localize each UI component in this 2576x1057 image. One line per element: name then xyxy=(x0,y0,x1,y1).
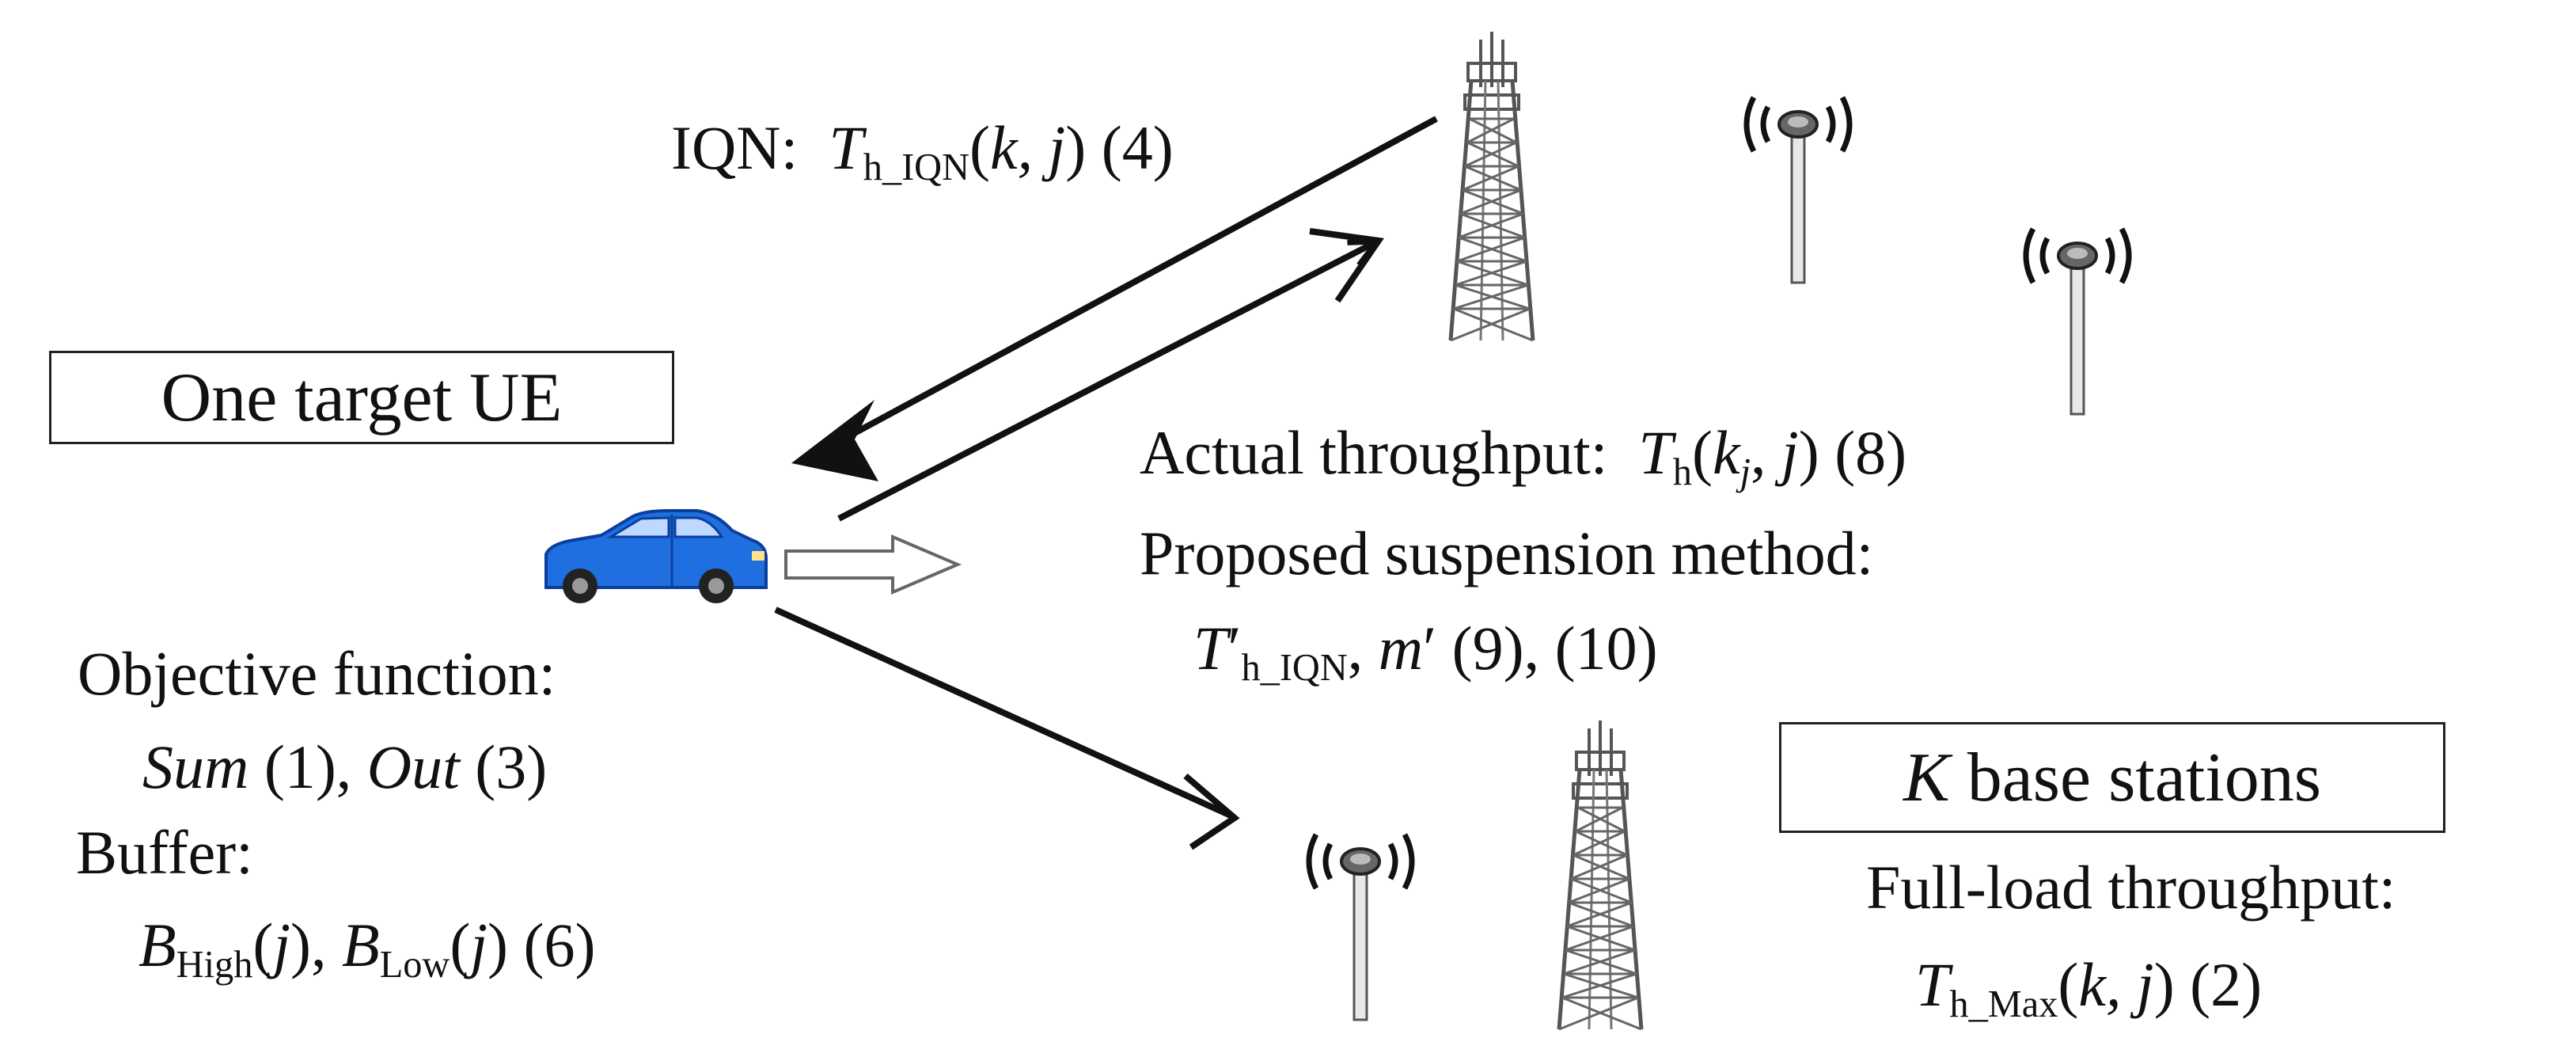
actual-subscript: h xyxy=(1672,451,1692,493)
full-load-subscript: h_Max xyxy=(1949,983,2058,1025)
proposed-symbol: T xyxy=(1193,614,1228,682)
buffer-formula: BHigh(j), BLow(j) (6) xyxy=(138,911,596,984)
full-load-throughput-formula: Th_Max(k, j) (2) xyxy=(1915,954,2262,1024)
actual-symbol: T xyxy=(1638,418,1673,487)
hollow-arrow-icon xyxy=(784,534,962,595)
equation-ref: (4) xyxy=(1101,113,1174,182)
macro-tower-bottom-icon xyxy=(1559,721,1641,1029)
target-ue-label: One target UE xyxy=(161,359,563,436)
base-stations-box: K base stations xyxy=(1779,722,2445,833)
small-cell-antenna-icon xyxy=(2026,229,2129,414)
uplink-arrow-head xyxy=(1309,228,1384,303)
var-k: k xyxy=(1712,418,1740,487)
iqn-subscript: h_IQN xyxy=(863,146,970,188)
var-j: j xyxy=(1048,113,1066,182)
var-j: j xyxy=(2137,950,2154,1019)
paren: ) xyxy=(1065,113,1087,182)
iqn-symbol: T xyxy=(829,113,863,182)
target-ue-box: One target UE xyxy=(49,351,674,444)
paren: ( xyxy=(252,911,274,979)
paren: ) xyxy=(488,911,508,979)
paren: ( xyxy=(969,113,990,182)
var-k: k, xyxy=(990,113,1034,182)
equation-ref: (3) xyxy=(475,732,548,801)
buffer-label: Buffer: xyxy=(76,822,253,884)
small-cell-antenna-icon xyxy=(1309,835,1412,1020)
prime: ′ xyxy=(1423,614,1437,682)
iqn-prefix: IQN: xyxy=(671,113,799,182)
paren: ( xyxy=(450,911,471,979)
var-j: j xyxy=(1781,418,1799,487)
var-m: m xyxy=(1378,614,1424,682)
small-cell-antenna-icon xyxy=(1747,97,1849,283)
iqn-label: IQN: Th_IQN(k, j) (4) xyxy=(671,117,1174,187)
full-load-throughput-label: Full-load throughput: xyxy=(1866,857,2396,918)
paren: ( xyxy=(2058,950,2079,1019)
to-bottom-station-arrow xyxy=(774,606,1232,819)
out-symbol: Out xyxy=(366,732,460,801)
sum-symbol: Sum xyxy=(142,732,249,801)
actual-prefix: Actual throughput: xyxy=(1140,418,1608,487)
comma: , xyxy=(1347,614,1364,682)
objective-function-formula: Sum (1), Out (3) xyxy=(142,736,547,798)
proposed-method-label: Proposed suspension method: xyxy=(1140,523,1873,584)
buffer-symbol: B xyxy=(342,911,380,979)
paren: ( xyxy=(1691,418,1713,487)
var-k-subscript: j xyxy=(1739,451,1751,493)
full-load-symbol: T xyxy=(1915,950,1950,1019)
buffer-low-subscript: Low xyxy=(379,943,450,986)
equation-ref: (9), (10) xyxy=(1451,614,1658,682)
base-stations-label: base stations xyxy=(1967,739,2321,816)
buffer-symbol: B xyxy=(138,911,176,979)
var-K: K xyxy=(1903,739,1950,816)
buffer-line1: Buffer: xyxy=(76,818,253,887)
equation-ref: (1), xyxy=(264,732,352,801)
buffer-high-subscript: High xyxy=(176,943,253,986)
downlink-arrow xyxy=(791,116,1438,481)
actual-throughput-label: Actual throughput: Th(kj, j) (8) xyxy=(1140,422,1906,492)
var-k: k, xyxy=(2078,950,2122,1019)
proposed-line1: Proposed suspension method: xyxy=(1140,519,1874,587)
paren: ) xyxy=(2153,950,2175,1019)
to-bottom-station-arrow-head xyxy=(1183,773,1240,850)
var-j: j xyxy=(470,911,488,979)
objective-function-label: Objective function: xyxy=(78,643,556,705)
proposed-method-formula: T′h_IQN, m′ (9), (10) xyxy=(1193,618,1658,687)
paren: ), xyxy=(290,911,327,979)
proposed-subscript: h_IQN xyxy=(1241,646,1348,689)
prime: ′ xyxy=(1227,614,1242,682)
comma: , xyxy=(1751,418,1766,487)
macro-tower-top-icon xyxy=(1451,32,1533,340)
var-j: j xyxy=(273,911,291,979)
equation-ref: (2) xyxy=(2190,950,2263,1019)
equation-ref: (8) xyxy=(1834,418,1907,487)
full-load-line1: Full-load throughput: xyxy=(1866,853,2396,922)
paren: ) xyxy=(1798,418,1819,487)
objective-line1: Objective function: xyxy=(78,639,556,708)
equation-ref: (6) xyxy=(523,911,596,979)
uplink-arrow xyxy=(837,241,1377,522)
car-icon xyxy=(544,509,768,603)
